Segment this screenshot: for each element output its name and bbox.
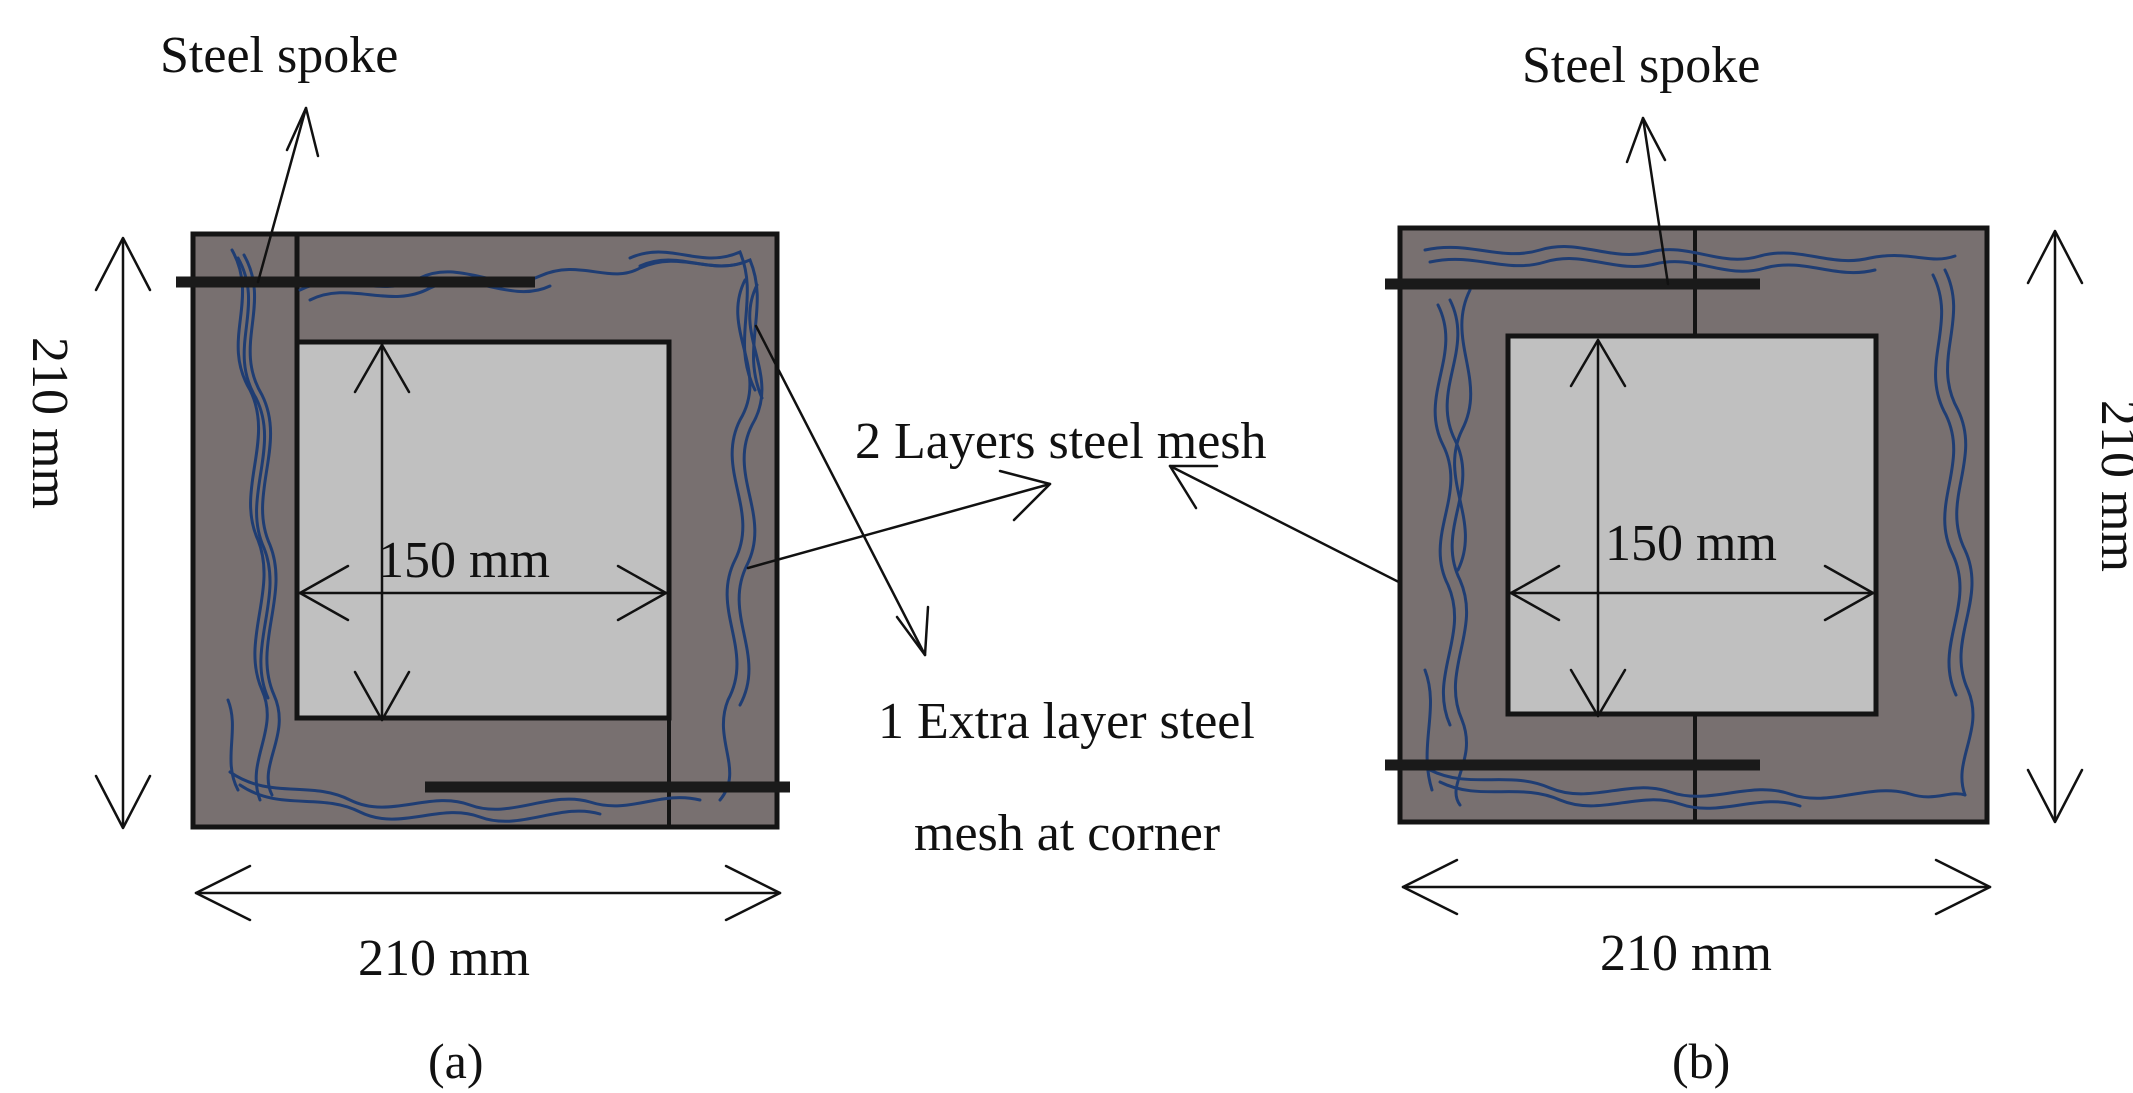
panel-a: Steel spoke 150 mm 210 mm 210 mm (a) xyxy=(21,27,790,1089)
extra-layer-leader-arrowhead xyxy=(895,605,930,657)
extra-layer-callout-line1: 1 Extra layer steel xyxy=(878,693,1255,750)
mesh-callout-label: 2 Layers steel mesh xyxy=(855,413,1267,470)
panel-b-core-vertical-dimension xyxy=(1569,338,1627,718)
panel-a-height-dimension xyxy=(94,236,152,830)
panel-a-steel-mesh xyxy=(226,248,764,823)
panel-a-spoke-label: Steel spoke xyxy=(160,27,398,84)
mesh-leader-left xyxy=(746,482,1052,570)
panel-b-core-horizontal-dimension xyxy=(1509,564,1875,622)
panel-b-caption: (b) xyxy=(1672,1033,1730,1089)
panel-a-core-horizontal-dimension xyxy=(298,564,668,622)
mesh-leader-right-arrowhead xyxy=(1168,464,1219,510)
panel-b-spoke-leader xyxy=(1641,116,1670,286)
panel-b-core-label: 150 mm xyxy=(1605,515,1777,572)
callouts: 2 Layers steel mesh 1 Extra layer steel … xyxy=(746,324,1452,862)
panel-b: Steel spoke 150 mm 210 mm 210 mm (b) xyxy=(1385,37,2133,1089)
panel-a-core-label: 150 mm xyxy=(378,532,550,589)
panel-b-width-label: 210 mm xyxy=(1600,925,1772,982)
panel-a-height-label: 210 mm xyxy=(21,337,78,509)
panel-a-core xyxy=(294,339,672,721)
panel-a-spoke-leader xyxy=(256,106,308,284)
panel-b-height-label: 210 mm xyxy=(2090,400,2133,572)
panel-b-width-dimension xyxy=(1401,858,1992,916)
panel-b-steel-mesh xyxy=(1423,245,1975,810)
panel-a-core-vertical-dimension xyxy=(353,343,411,722)
panel-a-width-label: 210 mm xyxy=(358,930,530,987)
panel-b-height-dimension xyxy=(2026,229,2084,824)
extra-layer-callout-line2: mesh at corner xyxy=(914,805,1220,862)
panel-a-caption: (a) xyxy=(428,1033,484,1089)
panel-a-spoke-leader-arrowhead xyxy=(285,106,320,158)
panel-b-core xyxy=(1505,333,1879,717)
panel-a-width-dimension xyxy=(194,864,782,922)
mesh-leader-left-arrowhead xyxy=(998,469,1052,522)
panel-b-spoke-label: Steel spoke xyxy=(1522,37,1760,94)
panel-b-spoke-leader-arrowhead xyxy=(1625,116,1667,164)
extra-layer-leader xyxy=(754,324,927,657)
